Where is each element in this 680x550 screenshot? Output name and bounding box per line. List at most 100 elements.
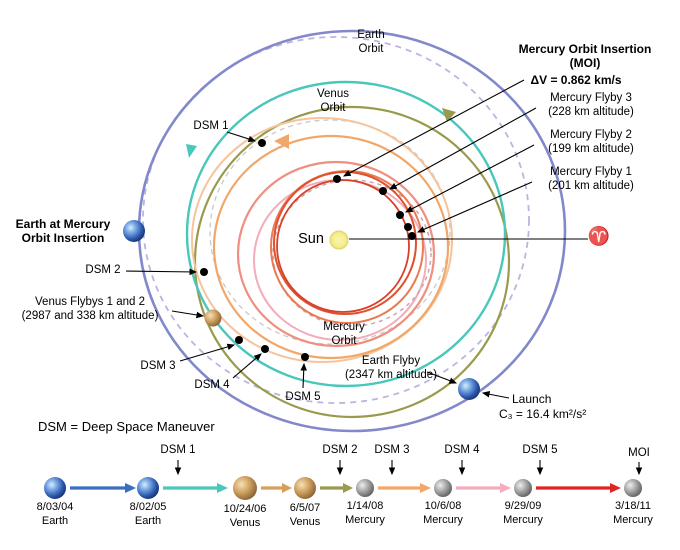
- timeline-event-body: Earth: [134, 515, 162, 528]
- dsm2-arrow: [125, 268, 198, 276]
- moi-dot: [333, 175, 341, 183]
- mercury-flyby3-callout: Mercury Flyby 3 (228 km altitude): [548, 92, 634, 119]
- orange-direction-arrow: [274, 134, 289, 149]
- mercury-flyby1-callout: Mercury Flyby 1 (201 km altitude): [548, 166, 634, 193]
- timeline-event-7: 9/29/09 Mercury: [503, 499, 543, 528]
- earth-flyby-icon: [458, 378, 480, 400]
- mercury-orbit-label: Mercury Orbit: [323, 321, 365, 347]
- earth-at-moi-label: Earth at Mercury Orbit Insertion: [15, 217, 111, 246]
- timeline-seg-4-arrow: [343, 483, 353, 493]
- dsm2-label: DSM 2: [85, 264, 121, 276]
- launch-c3-label: C₃ = 16.4 km²/s²: [499, 407, 587, 421]
- earth-orbit-label: Earth Orbit: [357, 29, 385, 55]
- cruise-orange-path: [212, 134, 450, 360]
- outer-dashed-orbit-path: [142, 36, 530, 404]
- timeline-event-date: 9/29/09: [504, 500, 542, 512]
- venus-orbit-path: [185, 80, 507, 388]
- mercury-flyby2-callout: Mercury Flyby 2 (199 km altitude): [548, 129, 634, 156]
- timeline-dsm5-label: DSM 5: [522, 444, 558, 456]
- dsm4-label: DSM 4: [194, 379, 230, 391]
- venus-flybys-name: Venus Flybys 1 and 2: [35, 296, 145, 308]
- timeline-event-date: 8/02/05: [129, 501, 167, 513]
- mercury-flyby2-dot: [396, 211, 404, 219]
- timeline-mercury2-icon: [434, 479, 452, 497]
- timeline-seg-3-arrow: [282, 483, 292, 493]
- mercury-flyby2-arrow: [405, 144, 535, 213]
- mercury-flyby3-name: Mercury Flyby 3: [550, 92, 632, 104]
- mercury-orbit-dashed-path: [272, 179, 432, 327]
- timeline-event-3: 10/24/06 Venus: [224, 502, 267, 531]
- timeline-event-body: Venus: [229, 517, 261, 530]
- timeline-mercury3-icon: [514, 479, 532, 497]
- timeline-venus1-icon: [233, 476, 257, 500]
- timeline-event-date: 8/03/04: [36, 501, 74, 513]
- timeline-seg-1-arrow: [125, 483, 136, 493]
- mercury-flyby1-alt: (201 km altitude): [548, 179, 634, 192]
- mercury-flyby3-alt: (228 km altitude): [548, 105, 634, 118]
- dsm5-dot: [301, 353, 309, 361]
- dsm-legend: DSM = Deep Space Maneuver: [38, 419, 215, 434]
- timeline-event-date: 6/5/07: [289, 502, 321, 514]
- launch-label: Launch: [512, 392, 552, 406]
- dsm1-label: DSM 1: [193, 120, 229, 132]
- sun-icon: [329, 230, 349, 250]
- dsm4-dot: [261, 345, 269, 353]
- dsm5-arrow: [300, 362, 308, 389]
- cruise-salmon-path: [236, 160, 436, 348]
- dsm3-arrow: [179, 343, 236, 362]
- mercury-flyby3-arrow: [389, 107, 537, 190]
- timeline-event-body: Mercury: [345, 514, 385, 527]
- dsm1-dot: [258, 139, 266, 147]
- moi-callout-dv: ΔV = 0.862 km/s: [530, 73, 622, 87]
- timeline-event-4: 6/5/07 Venus: [290, 501, 321, 530]
- timeline-event-body: Mercury: [423, 514, 463, 527]
- cruise-pink-path: [253, 179, 427, 341]
- timeline-dsm1-label: DSM 1: [160, 444, 196, 456]
- timeline-seg-6-arrow: [500, 483, 511, 493]
- timeline-event-body: Venus: [289, 516, 321, 529]
- timeline-event-body: Earth: [41, 515, 69, 528]
- timeline-event-body: Mercury: [503, 514, 543, 527]
- mercury-flyby1-dot-a: [404, 223, 412, 231]
- venus-flybys-alt: (2987 and 338 km altitude): [21, 309, 159, 322]
- earth-flyby-arrow: [426, 371, 458, 384]
- mercury-flyby1-dot-b: [408, 232, 416, 240]
- earth-at-moi-icon: [123, 220, 145, 242]
- earth-flyby-alt: (2347 km altitude): [344, 368, 438, 381]
- timeline-seg-5-arrow: [420, 483, 431, 493]
- aries-symbol: ♈: [587, 226, 611, 246]
- timeline-mercury1-icon: [356, 479, 374, 497]
- timeline-event-5: 1/14/08 Mercury: [345, 499, 385, 528]
- timeline-moi-label: MOI: [628, 447, 650, 459]
- timeline-event-date: 1/14/08: [346, 500, 384, 512]
- dsm4-arrow: [232, 353, 262, 379]
- sun-label: Sun: [298, 231, 324, 247]
- timeline-dsm3-label: DSM 3: [374, 444, 410, 456]
- mercury-flyby2-alt: (199 km altitude): [548, 142, 634, 155]
- timeline-earth2-icon: [137, 477, 159, 499]
- timeline-event-2: 8/02/05 Earth: [130, 500, 167, 529]
- venus-orbit-direction-arrow: [186, 144, 197, 158]
- mid-dashed-orbit-path: [209, 119, 451, 345]
- timeline-dsm2-label: DSM 2: [322, 444, 358, 456]
- olive-direction-arrow: [442, 108, 456, 122]
- mercury-flyby1-name: Mercury Flyby 1: [550, 166, 632, 178]
- timeline-event-date: 3/18/11: [615, 500, 651, 512]
- launch-arrow: [481, 391, 510, 399]
- timeline-seg-2-arrow: [217, 483, 228, 493]
- dsm3-label: DSM 3: [140, 360, 176, 372]
- timeline-event-1: 8/03/04 Earth: [37, 500, 74, 529]
- timeline-event-body: Mercury: [613, 514, 653, 527]
- mercury-flyby2-name: Mercury Flyby 2: [550, 129, 632, 141]
- timeline-event-6: 10/6/08 Mercury: [423, 499, 463, 528]
- moi-callout-title: Mercury Orbit Insertion (MOI): [518, 42, 652, 71]
- timeline-seg-7-arrow: [610, 483, 621, 493]
- mercury-flyby3-dot: [379, 187, 387, 195]
- dsm2-dot: [200, 268, 208, 276]
- mercury-flyby1-arrow: [416, 181, 533, 233]
- timeline-venus2-icon: [294, 477, 316, 499]
- timeline-dsm4-label: DSM 4: [444, 444, 480, 456]
- venus-flybys-arrow: [171, 310, 205, 319]
- timeline-earth1-icon: [44, 477, 66, 499]
